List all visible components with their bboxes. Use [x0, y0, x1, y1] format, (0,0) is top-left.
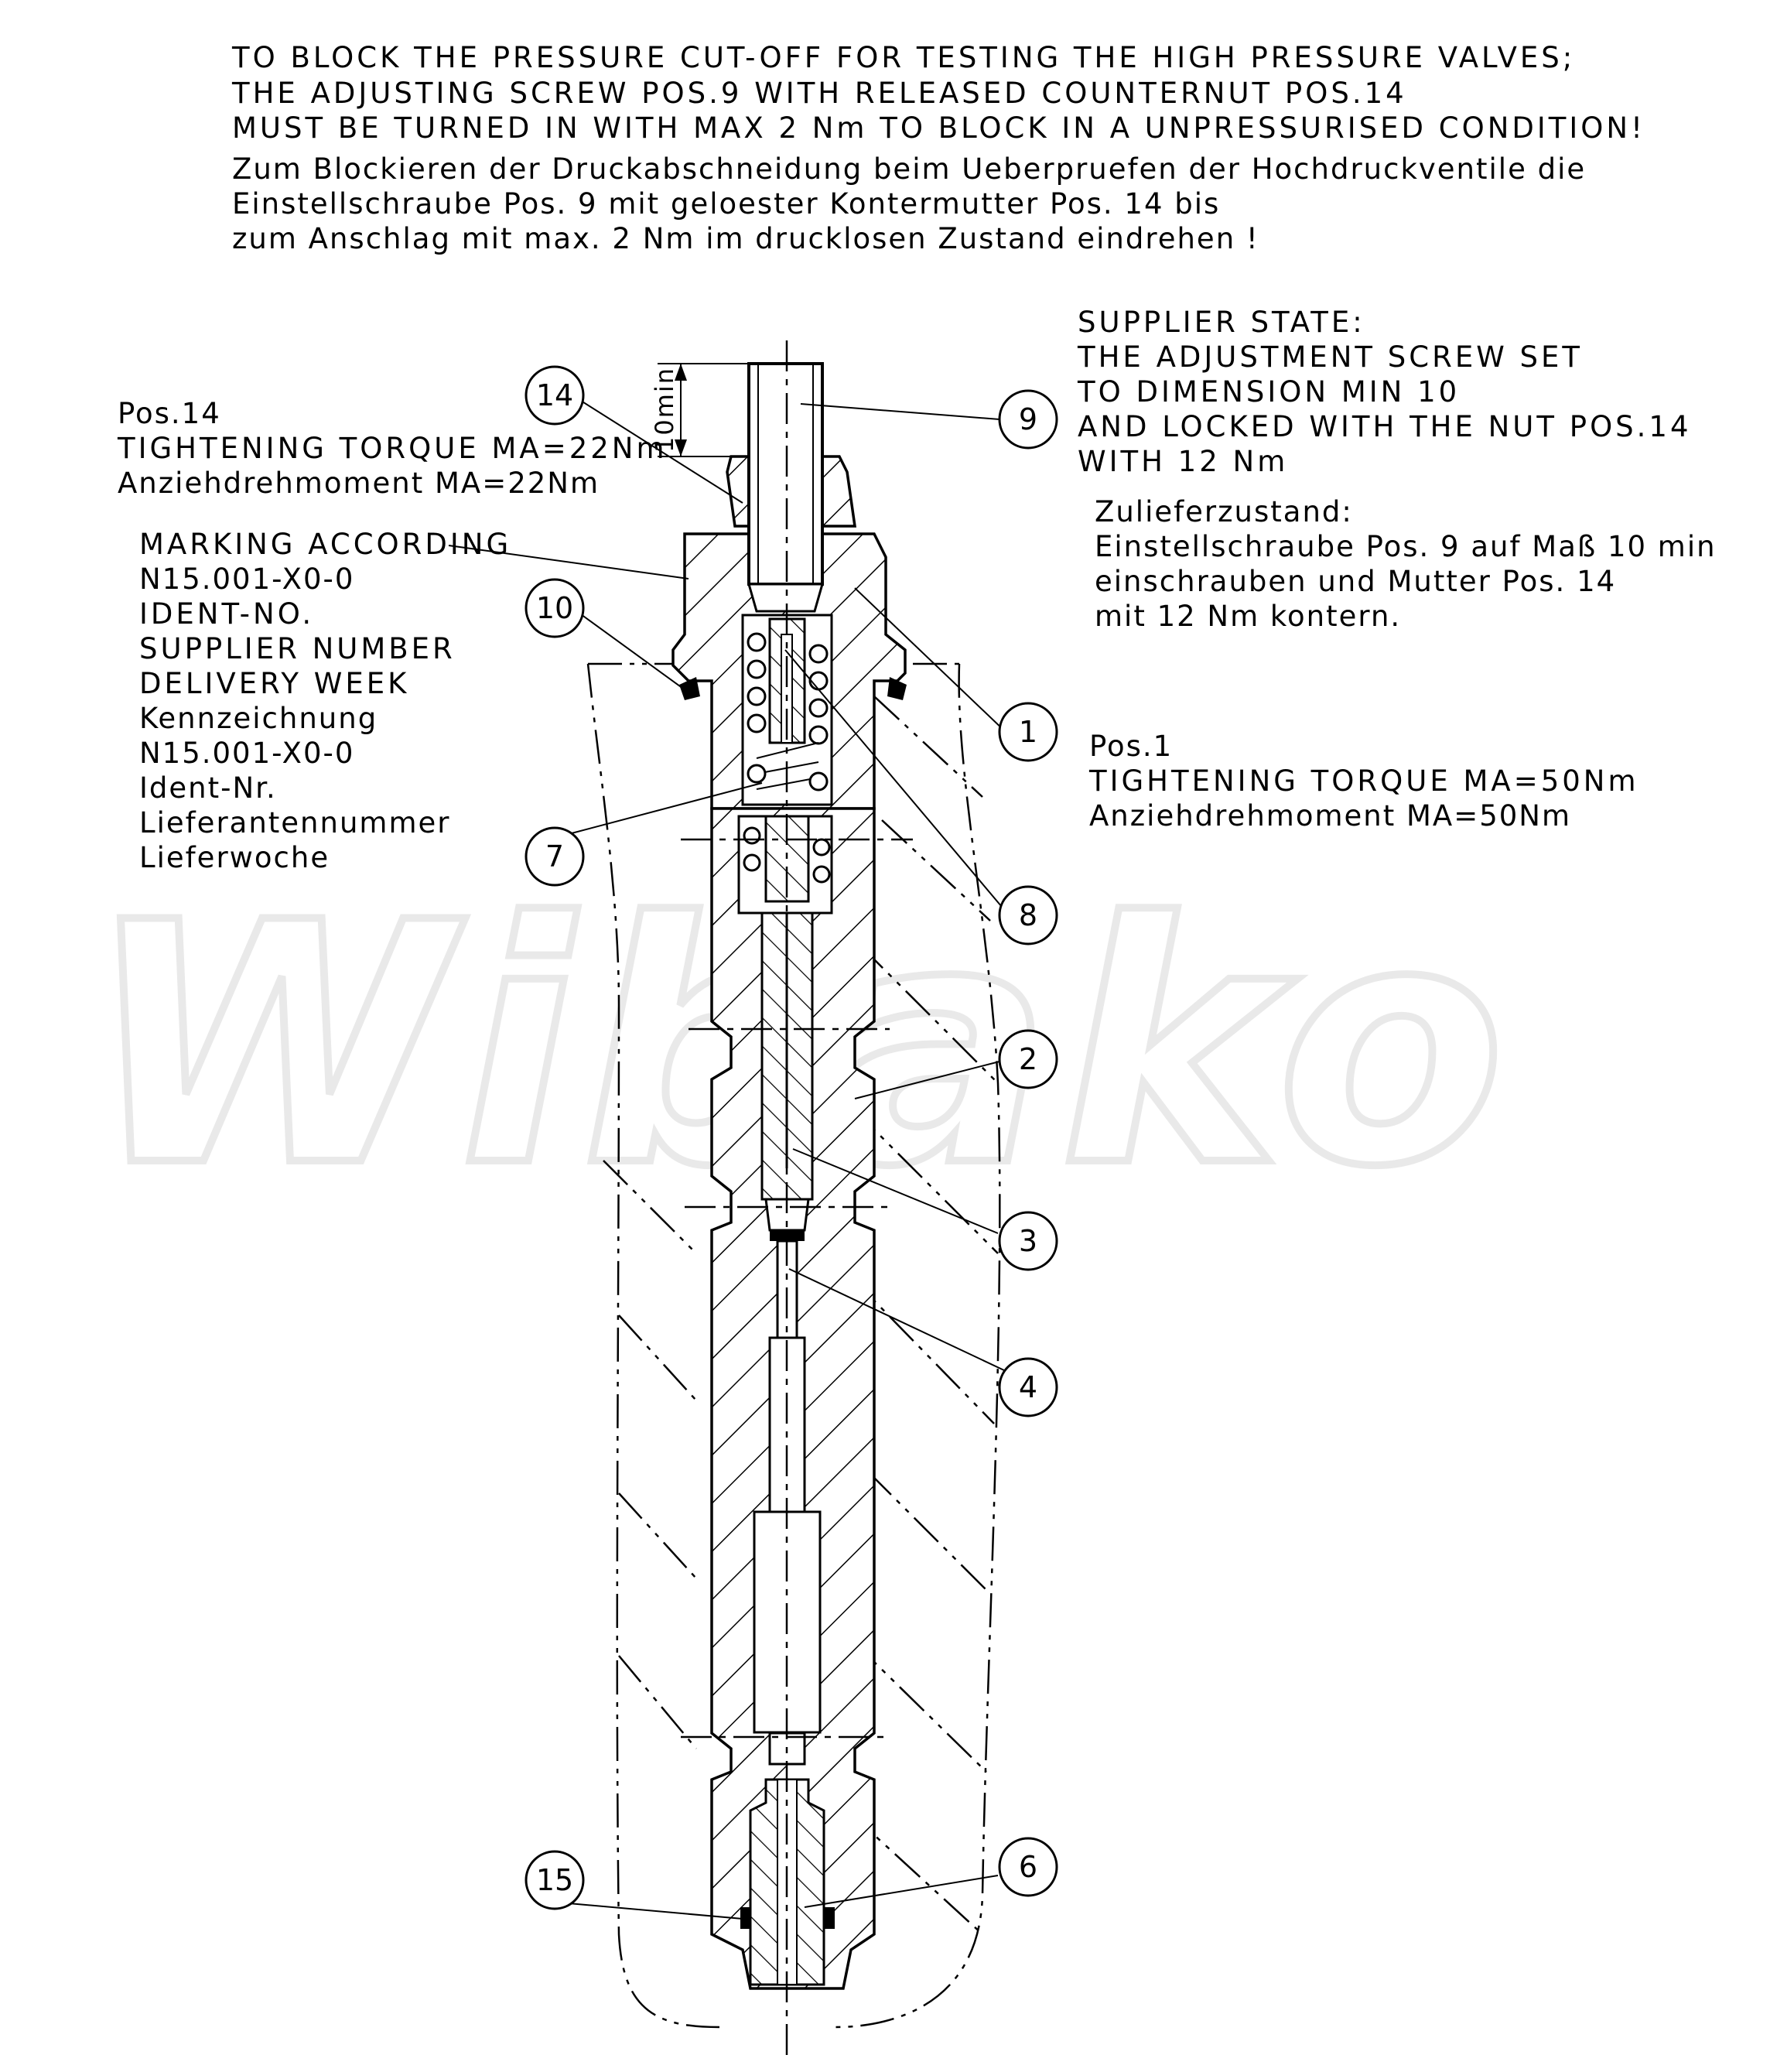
top-note-de-line: Einstellschraube Pos. 9 mit geloester Ko…: [232, 187, 1221, 221]
supplier-state-de-line: einschrauben und Mutter Pos. 14: [1095, 565, 1617, 598]
supplier-state-en-line: THE ADJUSTMENT SCREW SET: [1078, 340, 1584, 374]
svg-text:8: 8: [1019, 898, 1037, 932]
screw-tip: [747, 583, 824, 613]
supplier-state-de-line: Einstellschraube Pos. 9 auf Maß 10 min: [1095, 530, 1717, 563]
pos1-note-line: Pos.1: [1089, 730, 1174, 763]
svg-text:7: 7: [545, 839, 564, 874]
balloon-1: 1: [998, 702, 1058, 762]
installation-contour-diagonals: [603, 696, 999, 1935]
section-lines: [681, 838, 913, 1739]
balloon-15: 15: [525, 1850, 585, 1910]
balloon-2: 2: [998, 1029, 1058, 1089]
marking-note-line: Lieferantennummer: [139, 806, 451, 839]
marking-note-line: MARKING ACCORDING: [139, 528, 512, 561]
balloon-4: 4: [998, 1357, 1058, 1417]
balloon-7: 7: [525, 826, 585, 887]
top-note-en-line: THE ADJUSTING SCREW POS.9 WITH RELEASED …: [232, 77, 1407, 110]
pos14-note-line: Pos.14: [118, 397, 221, 430]
svg-text:3: 3: [1019, 1224, 1037, 1258]
top-note-de-line: zum Anschlag mit max. 2 Nm im drucklosen…: [232, 222, 1259, 255]
top-note-en-line: TO BLOCK THE PRESSURE CUT-OFF FOR TESTIN…: [232, 41, 1576, 74]
o-ring-pos15-right: [824, 1907, 835, 1929]
marking-note-line: N15.001-X0-0: [139, 737, 355, 770]
marking-note-line: DELIVERY WEEK: [139, 667, 410, 700]
supplier-state-de-line: Zulieferzustand:: [1095, 495, 1353, 528]
supplier-state-en-line: SUPPLIER STATE:: [1078, 306, 1365, 339]
pos1-note-line: Anziehdrehmoment MA=50Nm: [1089, 799, 1572, 833]
balloon-14: 14: [525, 365, 585, 426]
supplier-state-en-line: AND LOCKED WITH THE NUT POS.14: [1078, 410, 1692, 443]
svg-text:2: 2: [1019, 1042, 1037, 1076]
marking-note-line: Ident-Nr.: [139, 771, 277, 805]
top-note-en-line: MUST BE TURNED IN WITH MAX 2 Nm TO BLOCK…: [232, 111, 1645, 145]
svg-text:15: 15: [536, 1863, 573, 1897]
balloon-8: 8: [998, 885, 1058, 945]
balloon-3: 3: [998, 1211, 1058, 1271]
o-ring-pos15-left: [740, 1907, 751, 1929]
marking-note-line: Lieferwoche: [139, 841, 330, 874]
seal-pos10-right: [887, 677, 907, 700]
svg-text:4: 4: [1019, 1370, 1037, 1404]
installation-contour: [586, 662, 1001, 2029]
pos1-note-line: TIGHTENING TORQUE MA=50Nm: [1089, 764, 1639, 798]
supplier-state-en-line: WITH 12 Nm: [1078, 445, 1289, 478]
seal-pos10-left: [679, 677, 700, 700]
balloon-10: 10: [525, 578, 585, 638]
marking-note-line: SUPPLIER NUMBER: [139, 632, 456, 665]
supplier-state-en-line: TO DIMENSION MIN 10: [1078, 375, 1461, 409]
lower-spring-coils: [743, 826, 831, 884]
balloon-9: 9: [998, 389, 1058, 450]
dimension-label: 10min: [650, 367, 679, 453]
svg-text:10: 10: [536, 591, 573, 625]
svg-text:1: 1: [1019, 715, 1037, 749]
svg-text:14: 14: [536, 378, 573, 412]
pos14-note-line: Anziehdrehmoment MA=22Nm: [118, 467, 600, 500]
pos14-note-line: TIGHTENING TORQUE MA=22Nm: [118, 432, 668, 465]
adjusting-screw-pos9: [747, 362, 824, 586]
leader-lines: [448, 395, 1006, 1920]
marking-note-line: IDENT-NO.: [139, 597, 315, 631]
spring-coils: [747, 632, 829, 792]
marking-note-line: N15.001-X0-0: [139, 562, 355, 596]
balloon-6: 6: [998, 1837, 1058, 1897]
svg-text:9: 9: [1019, 402, 1037, 436]
top-note-de-line: Zum Blockieren der Druckabschneidung bei…: [232, 152, 1587, 186]
marking-note-line: Kennzeichnung: [139, 702, 378, 735]
svg-text:6: 6: [1019, 1850, 1037, 1884]
supplier-state-de-line: mit 12 Nm kontern.: [1095, 600, 1402, 633]
